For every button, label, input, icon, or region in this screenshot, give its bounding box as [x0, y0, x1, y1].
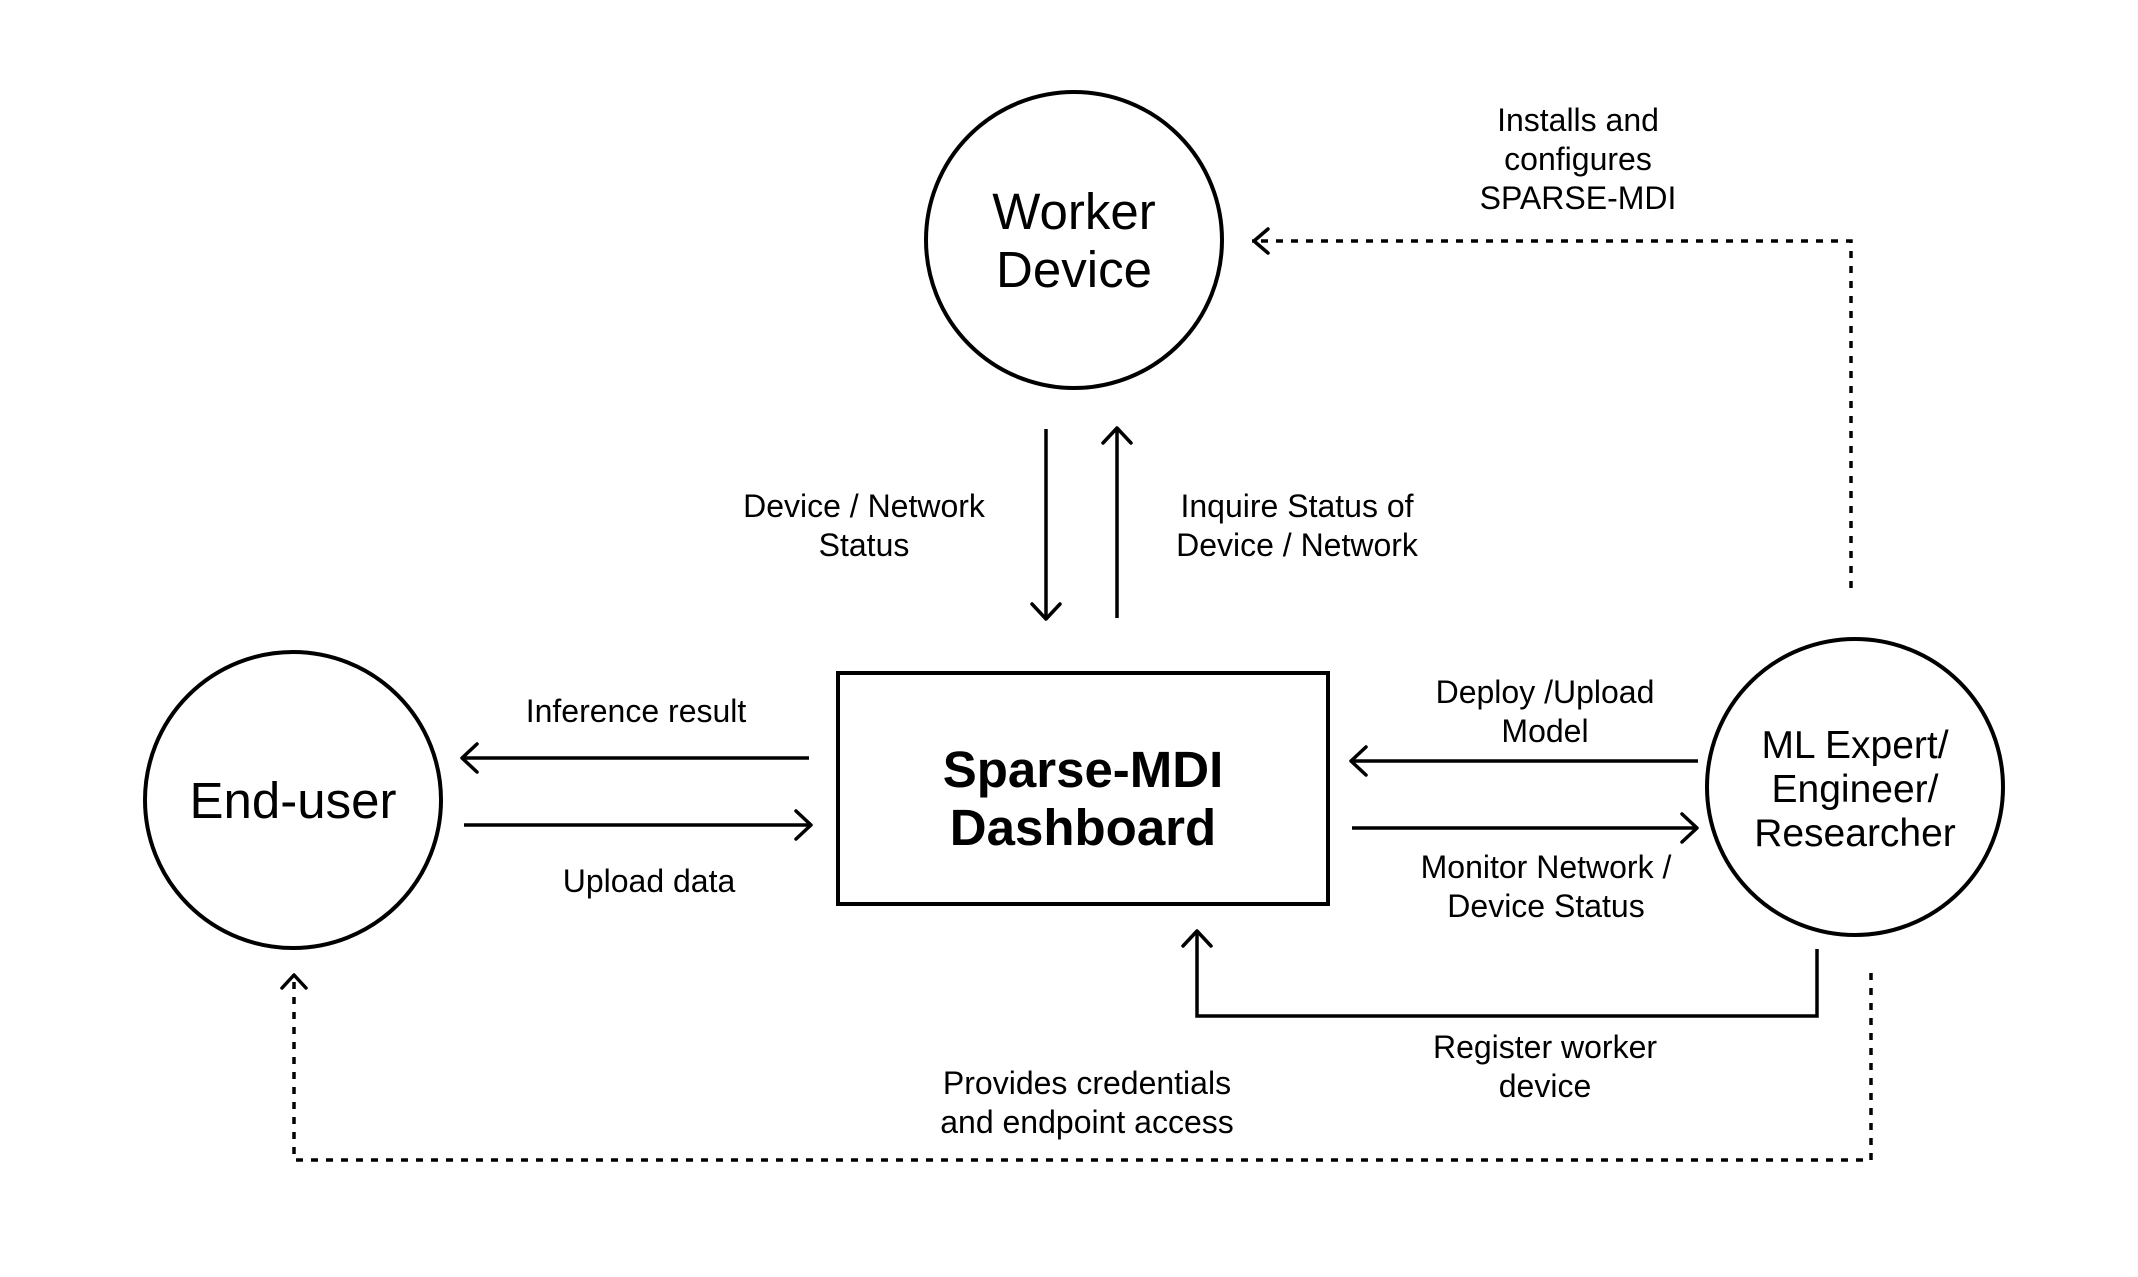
arrow-head-icon — [1252, 227, 1270, 255]
device-status-label-line-1: Device / Network — [743, 488, 986, 524]
arrow-head-icon — [460, 742, 479, 774]
node-ml-expert: ML Expert/ Engineer/ Researcher — [1705, 637, 2005, 937]
credentials-label-line-2: and endpoint access — [940, 1104, 1234, 1140]
monitor-status-label-line-2: Device Status — [1447, 888, 1644, 924]
label-inference-result: Inference result — [526, 693, 747, 729]
installs-label-line-3: SPARSE-MDI — [1480, 180, 1677, 216]
label-monitor-status: Monitor Network / Device Status — [1421, 849, 1672, 924]
ml-expert-label-line-1: ML Expert/ — [1761, 724, 1948, 767]
arrow-head-icon — [1030, 602, 1062, 621]
edge-provides-credentials — [280, 973, 1873, 1162]
inquire-status-label-line-2: Device / Network — [1176, 527, 1419, 563]
arrow-head-icon — [1349, 745, 1368, 777]
label-register-worker: Register worker device — [1433, 1029, 1657, 1104]
label-installs-configures: Installs and configures SPARSE-MDI — [1480, 102, 1677, 216]
worker-device-label-line-2: Device — [996, 241, 1152, 298]
register-worker-label-line-2: device — [1499, 1068, 1592, 1104]
label-provides-credentials: Provides credentials and endpoint access — [940, 1065, 1234, 1140]
installs-label-line-2: configures — [1504, 141, 1652, 177]
monitor-status-label-line-1: Monitor Network / — [1421, 849, 1672, 885]
arrow-head-icon — [280, 973, 308, 990]
credentials-label-line-1: Provides credentials — [943, 1065, 1231, 1101]
edge-inquire-status — [1101, 426, 1133, 618]
edge-upload-data — [464, 809, 813, 841]
ml-expert-label-line-3: Researcher — [1754, 812, 1956, 855]
dashboard-label-line-2: Dashboard — [950, 799, 1216, 856]
edge-device-status — [1030, 429, 1062, 621]
label-upload-data: Upload data — [563, 863, 736, 899]
label-inquire-status: Inquire Status of Device / Network — [1176, 488, 1419, 563]
node-dashboard: Sparse-MDI Dashboard — [836, 671, 1330, 906]
deploy-model-label-line-2: Model — [1501, 713, 1588, 749]
installs-label-line-1: Installs and — [1497, 102, 1659, 138]
arrow-head-icon — [794, 809, 813, 841]
ml-expert-circle — [1705, 637, 2005, 937]
dashboard-label-line-1: Sparse-MDI — [943, 741, 1224, 798]
edge-register-worker — [1181, 929, 1819, 1018]
arrow-head-icon — [1101, 426, 1133, 445]
upload-data-label: Upload data — [563, 863, 736, 899]
node-worker-device: Worker Device — [924, 90, 1224, 390]
worker-device-circle — [924, 90, 1224, 390]
label-device-status: Device / Network Status — [743, 488, 986, 563]
arrow-head-icon — [1680, 812, 1699, 844]
node-end-user: End-user — [143, 650, 443, 950]
label-deploy-model: Deploy /Upload Model — [1436, 674, 1655, 749]
inquire-status-label-line-1: Inquire Status of — [1180, 488, 1413, 524]
end-user-label: End-user — [190, 772, 397, 829]
edge-register-worker-line — [1195, 931, 1819, 1018]
arrow-head-icon — [1181, 929, 1213, 948]
device-status-label-line-2: Status — [819, 527, 910, 563]
edge-monitor-status — [1352, 812, 1699, 844]
edge-deploy-model — [1349, 745, 1698, 777]
end-user-circle — [143, 650, 443, 950]
inference-result-label: Inference result — [526, 693, 747, 729]
edge-installs-configures — [1252, 227, 1853, 588]
ml-expert-label-line-2: Engineer/ — [1772, 768, 1939, 811]
worker-device-label-line-1: Worker — [992, 183, 1155, 240]
edge-installs-line — [1252, 239, 1853, 588]
edge-credentials-line — [292, 973, 1873, 1162]
dashboard-box — [836, 671, 1330, 906]
register-worker-label-line-1: Register worker — [1433, 1029, 1657, 1065]
deploy-model-label-line-1: Deploy /Upload — [1436, 674, 1655, 710]
edge-inference-result — [460, 742, 809, 774]
